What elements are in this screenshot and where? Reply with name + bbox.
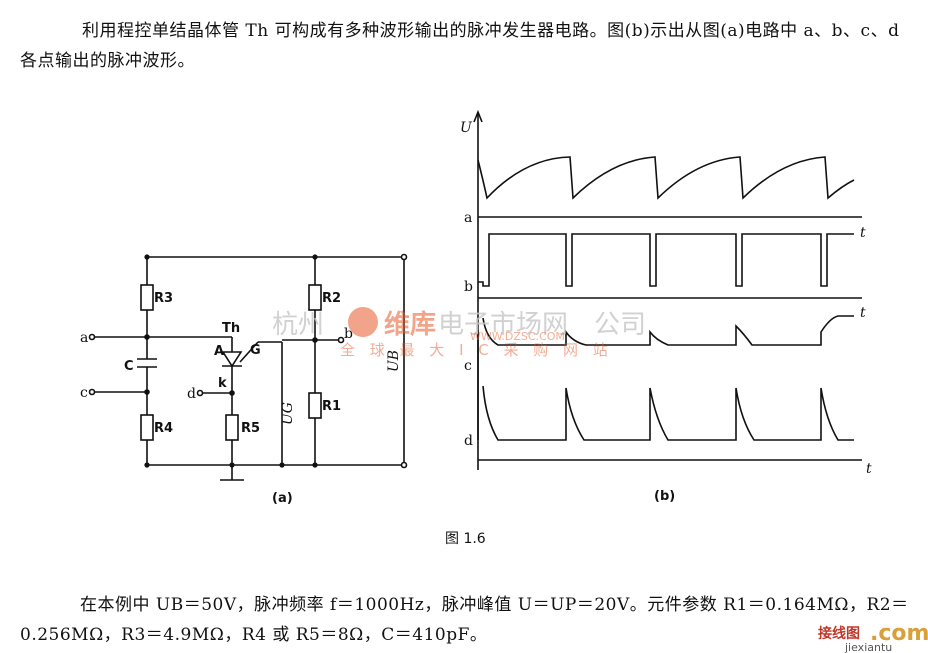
figure-caption: 图 1.6: [445, 531, 486, 547]
t-label-c: t: [860, 305, 866, 321]
wave-c-label: c: [464, 358, 472, 374]
t-label-b: t: [860, 225, 866, 241]
site-watermark: 杭州 维库 电子市场网 公司 WWW.DZSC.COM 全 球 最 大 I C …: [272, 307, 646, 359]
waveform-a: [477, 156, 855, 200]
waveform-b: [478, 233, 854, 287]
waveform-c: [477, 315, 854, 440]
watermark-brand: 维库: [384, 309, 436, 340]
body-paragraph: 在本例中 UB＝50V，脉冲频率 f＝1000Hz，脉冲峰值 U＝UP＝20V。…: [20, 595, 909, 645]
circuit-caption: (a): [272, 491, 293, 506]
watermark-slogan: 全 球 最 大 I C 采 购 网 站: [340, 341, 613, 359]
capacitor-label: C: [124, 359, 134, 374]
watermark-brand-rest: 电子市场网: [438, 310, 568, 340]
ub-label: UB: [386, 350, 402, 372]
gate-label: G: [250, 343, 261, 358]
wave-d-label: d: [464, 433, 473, 449]
node-b-label: b: [344, 326, 353, 342]
anode-label: A: [214, 344, 224, 359]
circuit-diagram: [88, 253, 408, 481]
node-d-label: d: [187, 386, 196, 402]
corner-site-cn: 接线图: [818, 625, 860, 642]
node-c-label: c: [80, 385, 88, 401]
cathode-label: k: [218, 376, 227, 391]
r4-label: R4: [154, 421, 173, 436]
waveform-caption: (b): [654, 489, 675, 504]
watermark-url: WWW.DZSC.COM: [470, 330, 565, 343]
r2-label: R2: [322, 291, 341, 306]
watermark-logo-icon: [348, 307, 378, 337]
r5-label: R5: [241, 421, 260, 436]
thyristor-label: Th: [222, 321, 240, 336]
wave-b-label: b: [464, 279, 473, 295]
t-label-d: t: [866, 461, 872, 477]
watermark-left-text: 杭州: [272, 310, 324, 340]
u-axis-label: U: [460, 120, 473, 136]
ug-label: UG: [280, 402, 296, 425]
corner-dot-com: .com: [870, 621, 928, 646]
watermark-right-text: 公司: [594, 310, 646, 340]
intro-paragraph: 利用程控单结晶体管 Th 可构成有多种波形输出的脉冲发生器电路。图(b)示出从图…: [20, 21, 900, 71]
waveform-d: [482, 385, 854, 441]
node-a-label: a: [80, 330, 88, 346]
r1-label: R1: [322, 399, 341, 414]
corner-site: jiexiantu: [844, 641, 892, 653]
waveform-diagram: [473, 109, 862, 470]
corner-watermark: 接线图 .com jiexiantu: [818, 621, 928, 653]
wave-a-label: a: [464, 210, 472, 226]
r3-label: R3: [154, 291, 173, 306]
